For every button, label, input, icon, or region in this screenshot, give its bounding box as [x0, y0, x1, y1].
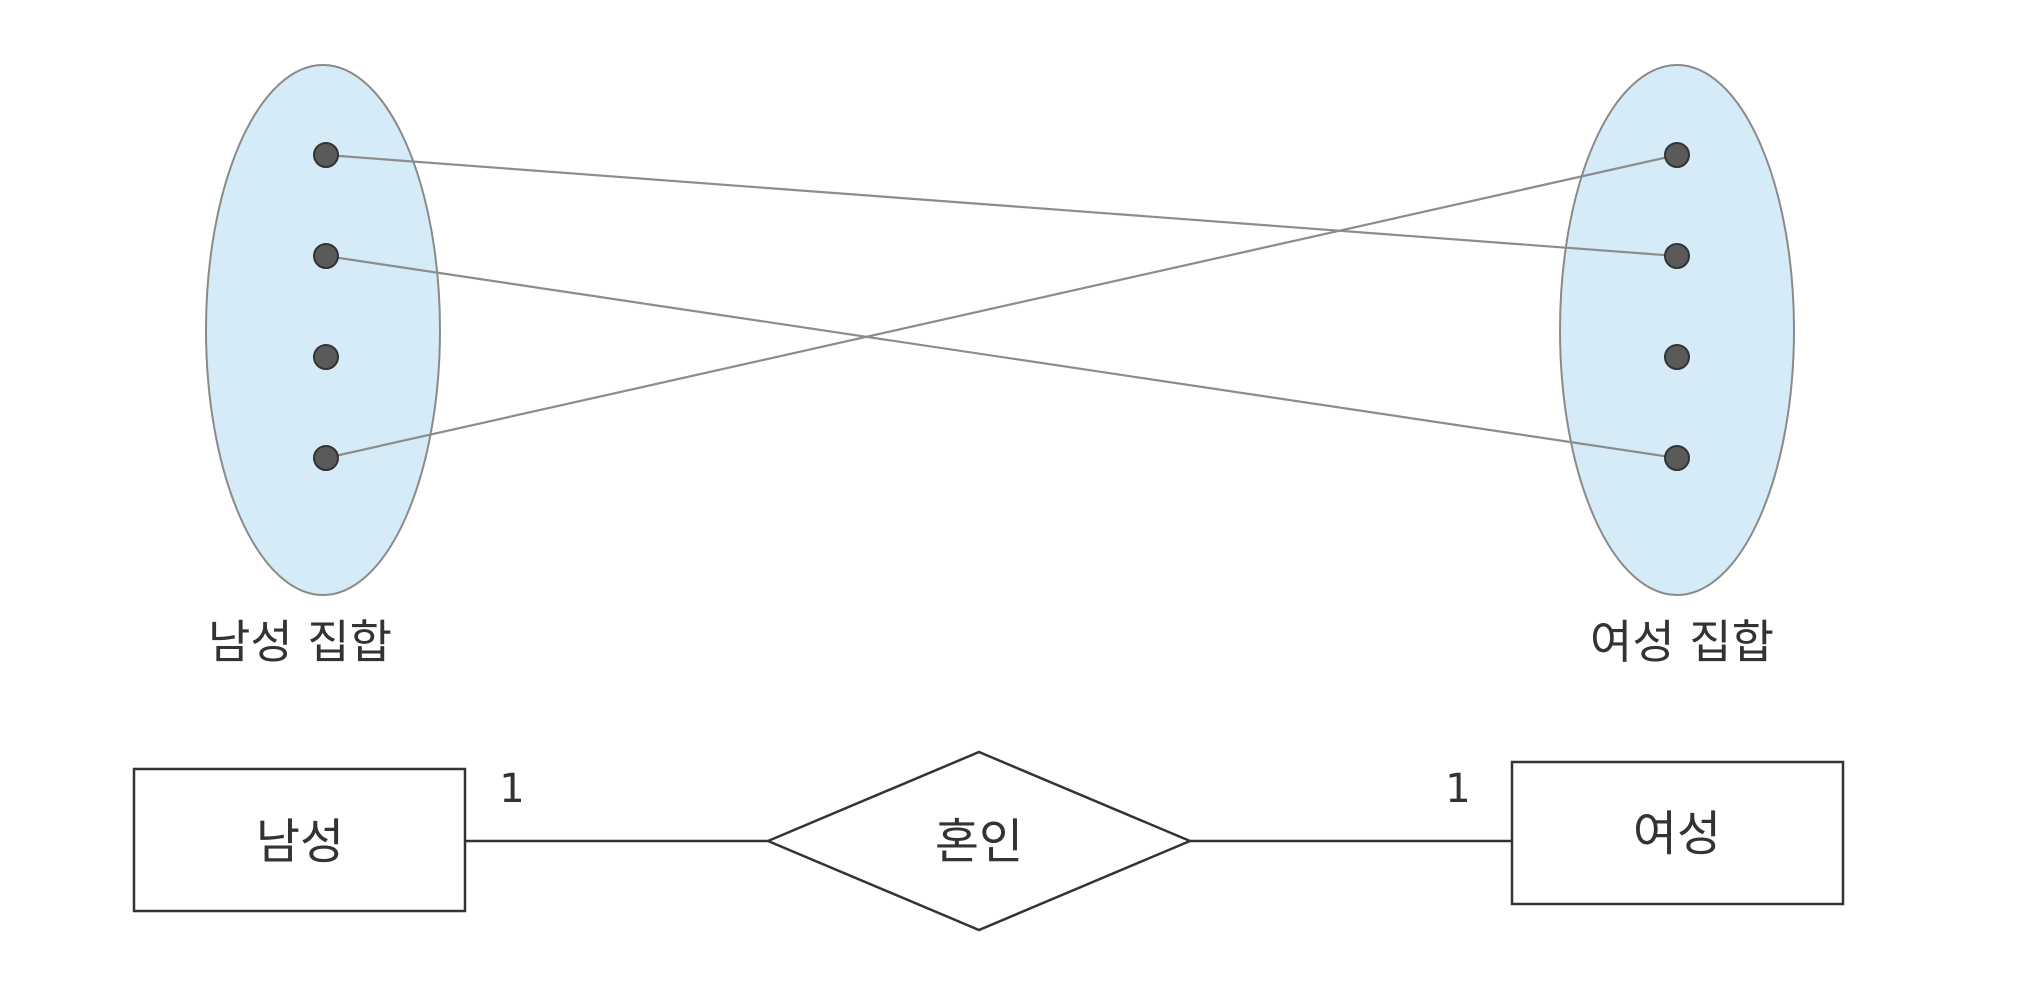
- male-entity-label: 남성: [256, 814, 344, 870]
- female-set-ellipse: [1559, 64, 1795, 596]
- female-set-element-2: [1664, 243, 1690, 269]
- mapping-links: [325, 153, 1678, 460]
- female-set-element-4: [1664, 445, 1690, 471]
- set-mapping: 남성 집합 여성 집합: [205, 64, 1795, 669]
- mapping-link-2: [325, 254, 1678, 460]
- male-entity-box: [132, 767, 467, 913]
- female-set-element-1: [1664, 142, 1690, 168]
- male-set-element-3: [313, 344, 339, 370]
- male-set-element-2: [313, 243, 339, 269]
- mapping-link-3: [325, 153, 1678, 460]
- female-set-label: 여성 집합: [1590, 615, 1774, 669]
- male-set-element-1: [313, 142, 339, 168]
- left-cardinality: 1: [499, 766, 524, 812]
- mapping-link-1: [325, 153, 1678, 258]
- marriage-relationship-label: 혼인: [935, 814, 1023, 870]
- right-cardinality: 1: [1445, 766, 1470, 812]
- set-elements: [313, 142, 1690, 471]
- er-diagram: 남성 혼인 여성 1 1: [132, 750, 1845, 932]
- male-set-ellipse: [205, 64, 441, 596]
- marriage-relationship-diamond: [764, 750, 1194, 932]
- male-set-element-4: [313, 445, 339, 471]
- female-entity-label: 여성: [1633, 806, 1721, 862]
- female-set-element-3: [1664, 344, 1690, 370]
- male-set-label: 남성 집합: [208, 615, 392, 669]
- female-entity-box: [1510, 760, 1845, 906]
